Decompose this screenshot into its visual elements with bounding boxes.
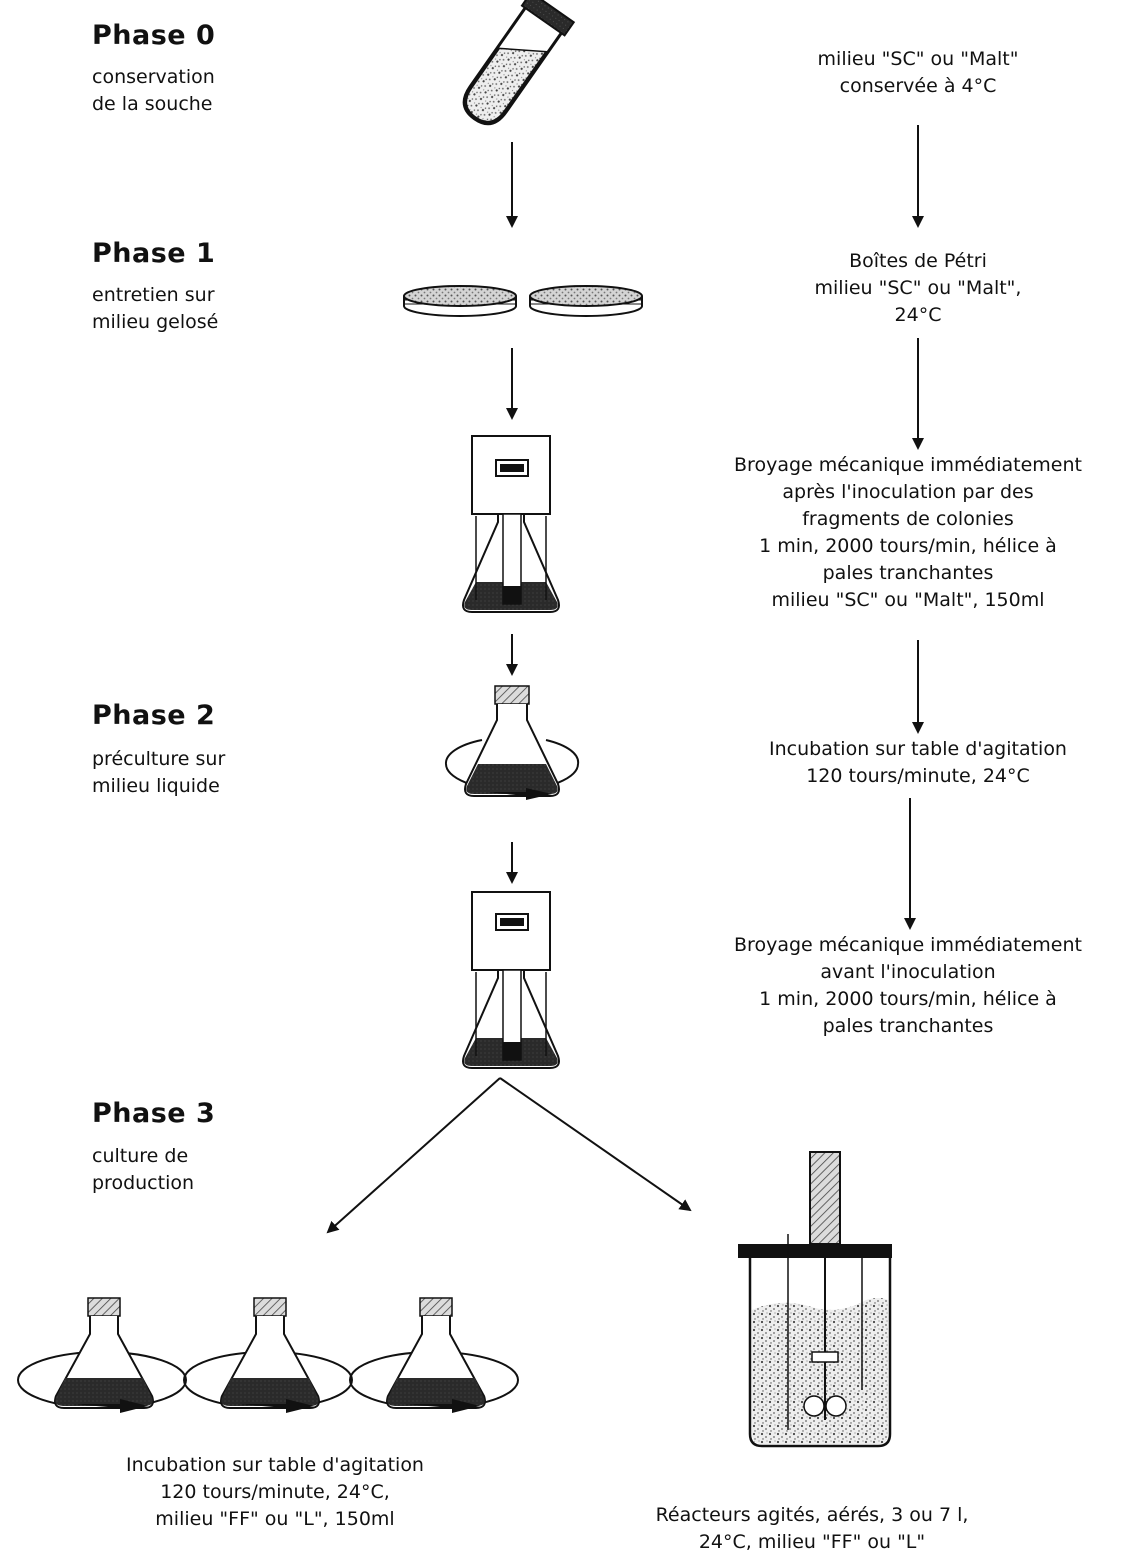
- petri-dish-icon: [529, 285, 643, 317]
- phase-3-title: Phase 3: [92, 1098, 216, 1129]
- arrow-to-reactor: [499, 1077, 692, 1212]
- arrow-to-flasks: [326, 1077, 501, 1234]
- blender-flask-icon: [462, 435, 560, 613]
- grinding-note-1: Broyage mécanique immédiatement après l'…: [734, 454, 1082, 611]
- production-flask-icon: [17, 1297, 188, 1413]
- incubation-note: Incubation sur table d'agitation 120 tou…: [769, 738, 1067, 787]
- test-tube-icon: [462, 0, 576, 126]
- phase-1-description: entretien sur milieu gelosé: [92, 284, 219, 333]
- phase-2-title: Phase 2: [92, 700, 216, 731]
- production-flask-icon: [183, 1297, 354, 1413]
- phase-2-description: préculture sur milieu liquide: [92, 748, 226, 797]
- grinding-note-2: Broyage mécanique immédiatement avant l'…: [734, 934, 1082, 1037]
- phase-0-description: conservation de la souche: [92, 66, 215, 115]
- production-flask-icon: [349, 1297, 520, 1413]
- phase-3-description: culture de production: [92, 1145, 195, 1194]
- phase-0-title: Phase 0: [92, 20, 216, 51]
- reactor-caption: Réacteurs agités, aérés, 3 ou 7 l, 24°C,…: [655, 1504, 969, 1553]
- petri-note: Boîtes de Pétri milieu "SC" ou "Malt", 2…: [814, 250, 1022, 326]
- flasks-caption: Incubation sur table d'agitation 120 tou…: [126, 1454, 424, 1530]
- bioreactor-icon: [738, 1151, 892, 1448]
- blender-flask-icon: [462, 891, 560, 1069]
- phase-1-title: Phase 1: [92, 238, 216, 269]
- petri-dish-icon: [403, 285, 517, 317]
- shaking-flask-icon: [444, 685, 580, 800]
- storage-note: milieu "SC" ou "Malt" conservée à 4°C: [817, 48, 1019, 97]
